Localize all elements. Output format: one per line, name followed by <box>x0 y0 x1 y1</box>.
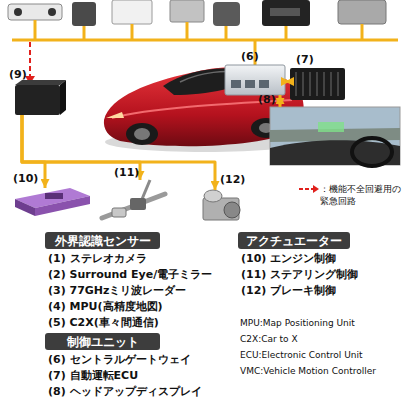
ecu-fin <box>323 72 325 96</box>
gateway-port <box>245 80 255 88</box>
ecu-fin <box>330 72 332 96</box>
bus-line <box>12 39 398 42</box>
engine-ecu-connector <box>45 193 63 199</box>
header-text: 外界認識センサー <box>55 234 151 248</box>
steering-control: (11) <box>100 180 165 225</box>
list-item: (10) エンジン制御 <box>241 253 336 266</box>
list-item: (3) 77GHzミリ波レーダー <box>48 285 186 298</box>
callout-number: (12) <box>220 173 245 186</box>
list-item: (5) C2X(車々間通信) <box>48 317 159 330</box>
legend-sample-arrowhead <box>313 185 319 193</box>
brake-reservoir <box>204 190 222 202</box>
callout-number: (11) <box>114 166 139 179</box>
bus-connector <box>22 115 140 180</box>
motion-controller: (9) <box>15 85 60 115</box>
category-header: アクチュエーター <box>238 232 350 249</box>
ecu-fin <box>316 72 318 96</box>
list-item: (2) Surround Eye/電子ミラー <box>48 269 212 282</box>
ecu-fin <box>309 72 311 96</box>
callout-number: (10) <box>13 172 38 185</box>
legend-sample-line <box>299 188 313 190</box>
bus-connector <box>285 80 290 83</box>
brake-control: (12) <box>200 190 245 225</box>
header-text: 制御ユニット <box>67 335 139 349</box>
header-text: アクチュエーター <box>246 234 342 248</box>
vmc-box <box>15 85 60 115</box>
gateway-box <box>225 65 285 95</box>
emergency-line <box>29 42 31 77</box>
ecu-fin <box>295 72 297 96</box>
dashboard <box>270 140 400 165</box>
list-item: (8) ヘッドアップディスプレイ <box>48 386 202 399</box>
central-gateway: (6) <box>225 65 285 95</box>
head-up-display: (8) <box>270 107 400 165</box>
steering-gearbox <box>130 198 146 210</box>
engine-ecu-side <box>15 199 35 216</box>
bus-drop <box>131 24 134 40</box>
car-rim <box>134 128 150 140</box>
stereo-camera <box>8 4 62 20</box>
steering-wheel <box>352 138 392 166</box>
bus-drop <box>361 24 364 40</box>
bus-connector <box>22 115 215 190</box>
hud-overlay <box>318 122 344 132</box>
autonomous-ecu: (7) <box>290 68 345 100</box>
list-item: (1) ステレオカメラ <box>48 253 147 266</box>
callout-number: (6) <box>241 50 259 63</box>
c2x-unit <box>213 2 240 26</box>
list-item: (7) 自動運転ECU <box>48 370 138 383</box>
sensor-photos <box>8 0 386 26</box>
sensor-bus <box>12 20 398 65</box>
callout-number: (9) <box>9 68 27 81</box>
gateway-port <box>231 80 241 88</box>
steering-rack <box>102 194 165 218</box>
radar-unit <box>112 0 152 24</box>
ecu-fins <box>296 72 338 96</box>
list-item: (12) ブレーキ制御 <box>241 285 336 298</box>
category-header: 制御ユニット <box>45 333 160 350</box>
engine-control: (10) <box>15 188 90 216</box>
abbreviation: VMC:Vehicle Motion Controller <box>240 366 376 376</box>
mpu-unit <box>170 0 204 22</box>
legend-text: ：機能不全回避用の緊急回路 <box>320 183 406 207</box>
bus-drop <box>285 26 288 40</box>
car-wheel <box>126 123 158 145</box>
sensor-module <box>262 0 310 26</box>
bus-drop <box>186 22 189 40</box>
bus-connector <box>279 95 282 107</box>
sensor-module <box>338 0 386 24</box>
category-header: 外界認識センサー <box>45 232 160 249</box>
sensor-detail <box>270 8 300 16</box>
bus-drop <box>83 26 86 40</box>
camera-lens <box>48 8 56 16</box>
callout-number: (8) <box>258 93 276 106</box>
ecu-fin <box>337 72 339 96</box>
car-headlight <box>106 112 124 118</box>
gateway-port <box>259 80 269 88</box>
bus-drop <box>34 20 37 40</box>
list-item: (6) セントラルゲートウェイ <box>48 354 191 367</box>
bus-drop <box>225 26 228 40</box>
ecu-fin <box>302 72 304 96</box>
list-item: (4) MPU(高精度地図) <box>48 301 163 314</box>
callout-number: (7) <box>296 53 314 66</box>
vmc-box-side <box>60 80 66 115</box>
ecu-box <box>290 68 345 100</box>
abbreviation: ECU:Electronic Control Unit <box>240 350 363 360</box>
abbreviation: MPU:Map Positioning Unit <box>240 318 355 328</box>
abbreviation: C2X:Car to X <box>240 334 298 344</box>
mirror-camera <box>72 2 96 26</box>
list-item: (11) ステアリング制御 <box>241 269 358 282</box>
hud-photo <box>270 107 400 165</box>
steering-motor <box>112 208 126 217</box>
brake-motor <box>224 202 240 218</box>
camera-lens <box>14 8 22 16</box>
